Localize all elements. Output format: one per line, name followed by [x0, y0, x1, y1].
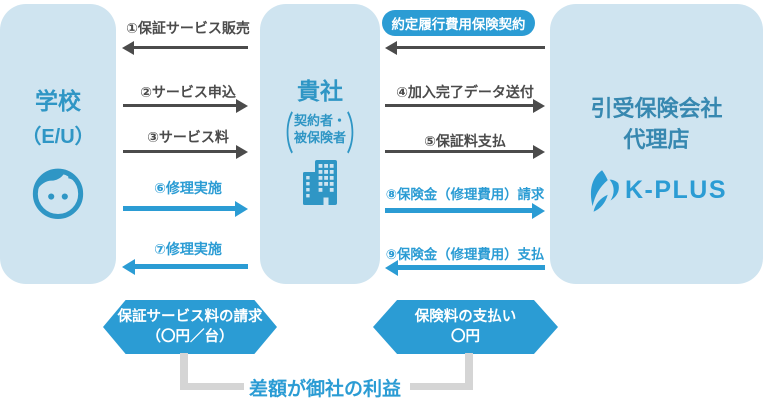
flow-label-3: ③サービス料	[147, 129, 229, 145]
office-building-icon	[303, 159, 337, 205]
paren-close: ）	[346, 109, 370, 160]
flow-arrow-contract-left	[397, 46, 545, 49]
premium-payment-badge: 保険料の支払い 〇円	[373, 300, 558, 354]
kplus-logo: K-PLUS	[586, 168, 727, 214]
flow-arrow-7-left	[135, 264, 248, 269]
company-role-line1: 契約者・	[293, 112, 346, 128]
flow-arrow-3-right	[123, 150, 236, 153]
profit-note: 差額が御社の利益	[248, 379, 401, 400]
flow-arrow-2-right	[123, 104, 236, 107]
flow-arrow-1-left	[134, 46, 248, 49]
flow-arrow-4-right	[385, 104, 533, 107]
flow-label-1: ①保証サービス販売	[126, 20, 250, 36]
kplus-swoosh-icon	[590, 169, 619, 212]
left-connector-vertical	[180, 353, 188, 390]
school-box: 学校 （E/U）	[0, 4, 116, 284]
insurer-box: 引受保険会社 代理店 K-PLUS	[550, 4, 763, 284]
kplus-logo-text: K-PLUS	[624, 176, 728, 205]
premium-line2: 〇円	[451, 329, 480, 345]
flow-label-8: ⑧保険金（修理費用）請求	[385, 187, 545, 202]
left-connector-horizontal	[180, 383, 244, 390]
insurance-contract-badge: 約定履行費用保険契約	[382, 10, 535, 36]
company-role-line2: 被保険者	[293, 130, 346, 146]
flow-label-5: ⑤保証料支払	[424, 133, 506, 149]
premium-line1: 保険料の支払い	[414, 308, 517, 325]
service-fee-badge: 保証サービス料の請求 （〇円／台）	[103, 300, 277, 354]
service-fee-line2: （〇円／台）	[146, 329, 234, 345]
school-title: 学校	[35, 88, 81, 114]
flow-arrow-8-right	[385, 208, 532, 213]
school-subtitle: （E/U）	[21, 125, 95, 148]
student-face-icon	[32, 168, 84, 219]
flow-arrow-9-left	[398, 265, 545, 270]
company-box: 貴社 （ 契約者・ 被保険者 ）	[260, 4, 380, 284]
company-role: （ 契約者・ 被保険者 ）	[270, 110, 370, 160]
insurer-title-line2: 代理店	[623, 126, 690, 152]
flow-label-7: ⑦修理実施	[154, 241, 222, 257]
flow-arrow-5-right	[385, 150, 533, 153]
insurer-title-line1: 引受保険会社	[590, 96, 723, 121]
flow-label-6: ⑥修理実施	[154, 180, 222, 196]
flow-arrow-6-right	[123, 206, 235, 211]
company-title: 貴社	[297, 78, 343, 104]
right-connector-horizontal	[410, 383, 473, 390]
flow-label-9: ⑨保険金（修理費用）支払	[385, 247, 545, 262]
right-connector-vertical	[465, 353, 473, 390]
flow-label-4: ④加入完了データ送付	[396, 84, 534, 100]
service-fee-line1: 保証サービス料の請求	[117, 308, 263, 325]
flow-label-2: ②サービス申込	[140, 84, 236, 100]
paren-open: （	[269, 109, 294, 160]
